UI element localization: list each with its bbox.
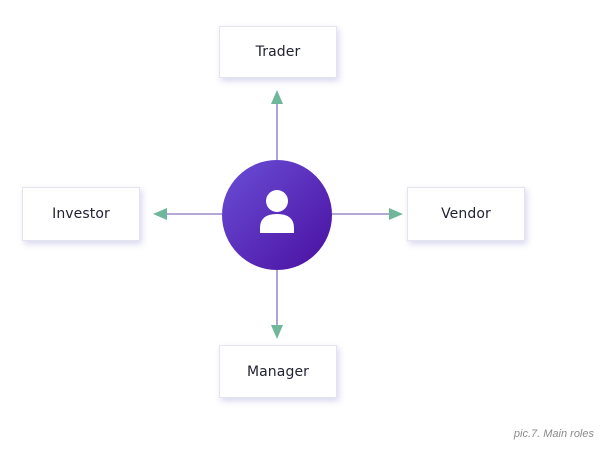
role-box-trader: Trader	[219, 26, 337, 78]
role-box-manager: Manager	[219, 345, 337, 398]
role-box-vendor: Vendor	[407, 187, 525, 241]
role-label-trader: Trader	[255, 44, 301, 60]
role-box-investor: Investor	[22, 187, 140, 241]
user-icon	[260, 190, 294, 233]
arrow-head-bottom	[271, 325, 283, 339]
role-label-manager: Manager	[246, 363, 310, 380]
figure-caption: pic.7. Main roles	[513, 428, 594, 440]
arrow-head-right	[389, 208, 403, 220]
role-label-vendor: Vendor	[441, 206, 491, 222]
arrow-head-top	[271, 90, 283, 104]
role-label-investor: Investor	[52, 206, 110, 222]
arrow-head-left	[153, 208, 167, 220]
